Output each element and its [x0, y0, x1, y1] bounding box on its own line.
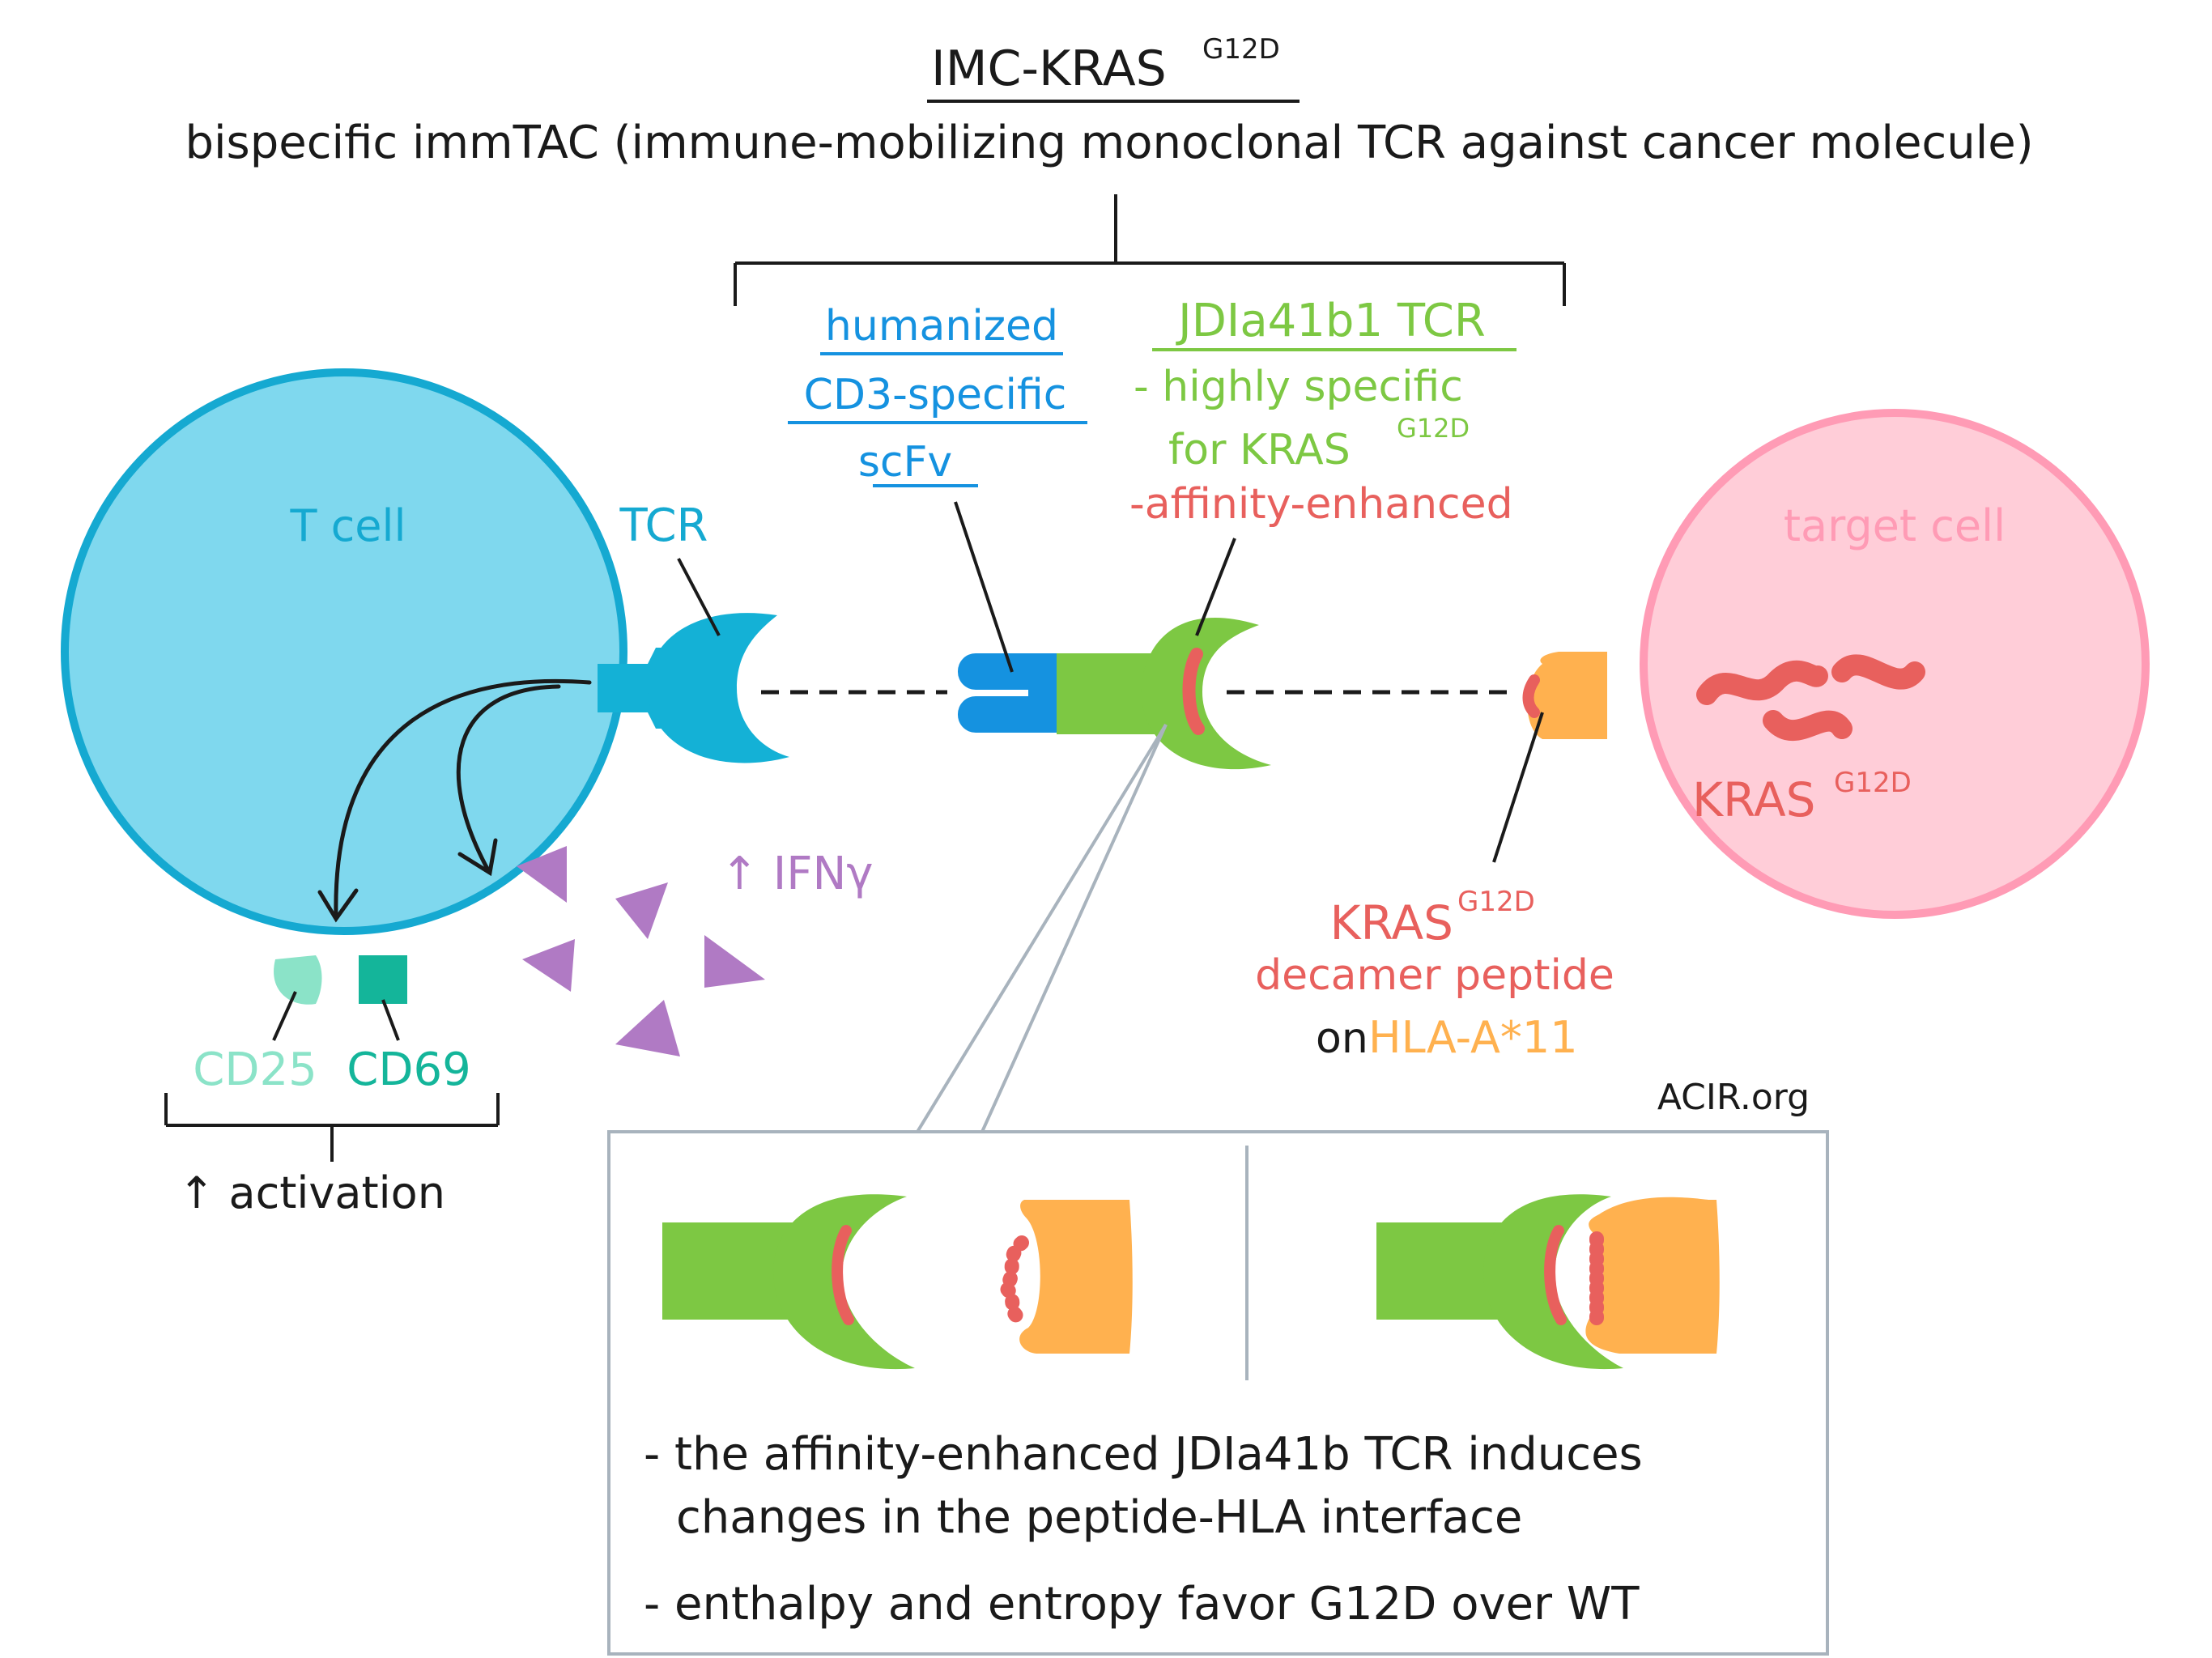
- peptide-hla: HLA-A*11: [1368, 1012, 1578, 1063]
- target-kras: KRAS: [1692, 772, 1815, 827]
- peptide-on: on: [1316, 1014, 1368, 1063]
- scfv-line3: scFv: [858, 438, 952, 487]
- cd69-pointer: [381, 999, 400, 1041]
- peptide-kras-sup: G12D: [1457, 886, 1535, 918]
- peptide-pointer: [1492, 712, 1544, 863]
- activation-bracket: [164, 1093, 500, 1162]
- target-cell: [1640, 409, 2150, 919]
- cd69-label: CD69: [347, 1044, 470, 1096]
- jdi-tcr-domain: [1057, 618, 1271, 770]
- cd25-label: CD25: [193, 1044, 317, 1096]
- target-cell-label: target cell: [1784, 500, 2006, 551]
- inset-bound: [1376, 1194, 1720, 1370]
- peptide-kras: KRAS: [1330, 895, 1453, 950]
- target-kras-sup: G12D: [1834, 767, 1912, 799]
- tcr-bullet1-b: for KRAS: [1168, 426, 1351, 474]
- title-superscript: G12D: [1202, 33, 1280, 66]
- scfv-pointer: [954, 501, 1014, 673]
- tcr-label: TCR: [619, 500, 708, 552]
- scfv-description: humanized CD3-specific scFv: [788, 302, 1087, 487]
- scfv-line2: CD3-specific: [804, 371, 1067, 419]
- cd25-marker: [274, 955, 322, 1005]
- zoom-lines: [916, 723, 1168, 1133]
- activation-label: ↑ activation: [178, 1167, 445, 1218]
- tcr-bullet2: -affinity-enhanced: [1129, 480, 1513, 529]
- tcr-pointer: [677, 558, 721, 636]
- peptide-decamer: decamer peptide: [1255, 951, 1614, 1000]
- tcr-bullet1-a: - highly specific: [1134, 363, 1463, 411]
- cd69-marker: [359, 955, 407, 1004]
- inset-bullet1-a: - the affinity-enhanced JDIa41b TCR indu…: [644, 1428, 1643, 1481]
- scfv-line1: humanized: [825, 302, 1058, 351]
- inset-unbound: [662, 1194, 1133, 1370]
- title-main: IMC-KRAS: [931, 40, 1167, 97]
- affinity-pointer: [1195, 538, 1236, 636]
- credit: ACIR.org: [1657, 1077, 1810, 1118]
- tcr-heading: JDIa41b1 TCR: [1176, 295, 1486, 347]
- t-cell: [61, 368, 627, 935]
- title-subtitle: bispecific immTAC (immune-mobilizing mon…: [185, 117, 2033, 169]
- ifn-gamma-triangles: [517, 846, 765, 1056]
- t-cell-label: T cell: [289, 500, 406, 551]
- kras-squiggles: [1696, 654, 1925, 741]
- scfv-domain: [958, 653, 1061, 733]
- tcr-description: JDIa41b1 TCR - highly specific for KRAS …: [1129, 295, 1516, 529]
- hla-molecule: [1522, 652, 1607, 739]
- immtac-bracket: [734, 194, 1566, 306]
- signaling-arrows: [317, 678, 592, 923]
- inset-bullet1-b: changes in the peptide-HLA interface: [676, 1491, 1522, 1544]
- tcr-bullet1-sup: G12D: [1397, 413, 1470, 444]
- t-cell-tcr: [598, 613, 789, 763]
- inset-bullet2: - enthalpy and entropy favor G12D over W…: [644, 1578, 1640, 1630]
- ifn-label: ↑ IFNγ: [721, 848, 873, 900]
- cd25-pointer: [272, 991, 297, 1041]
